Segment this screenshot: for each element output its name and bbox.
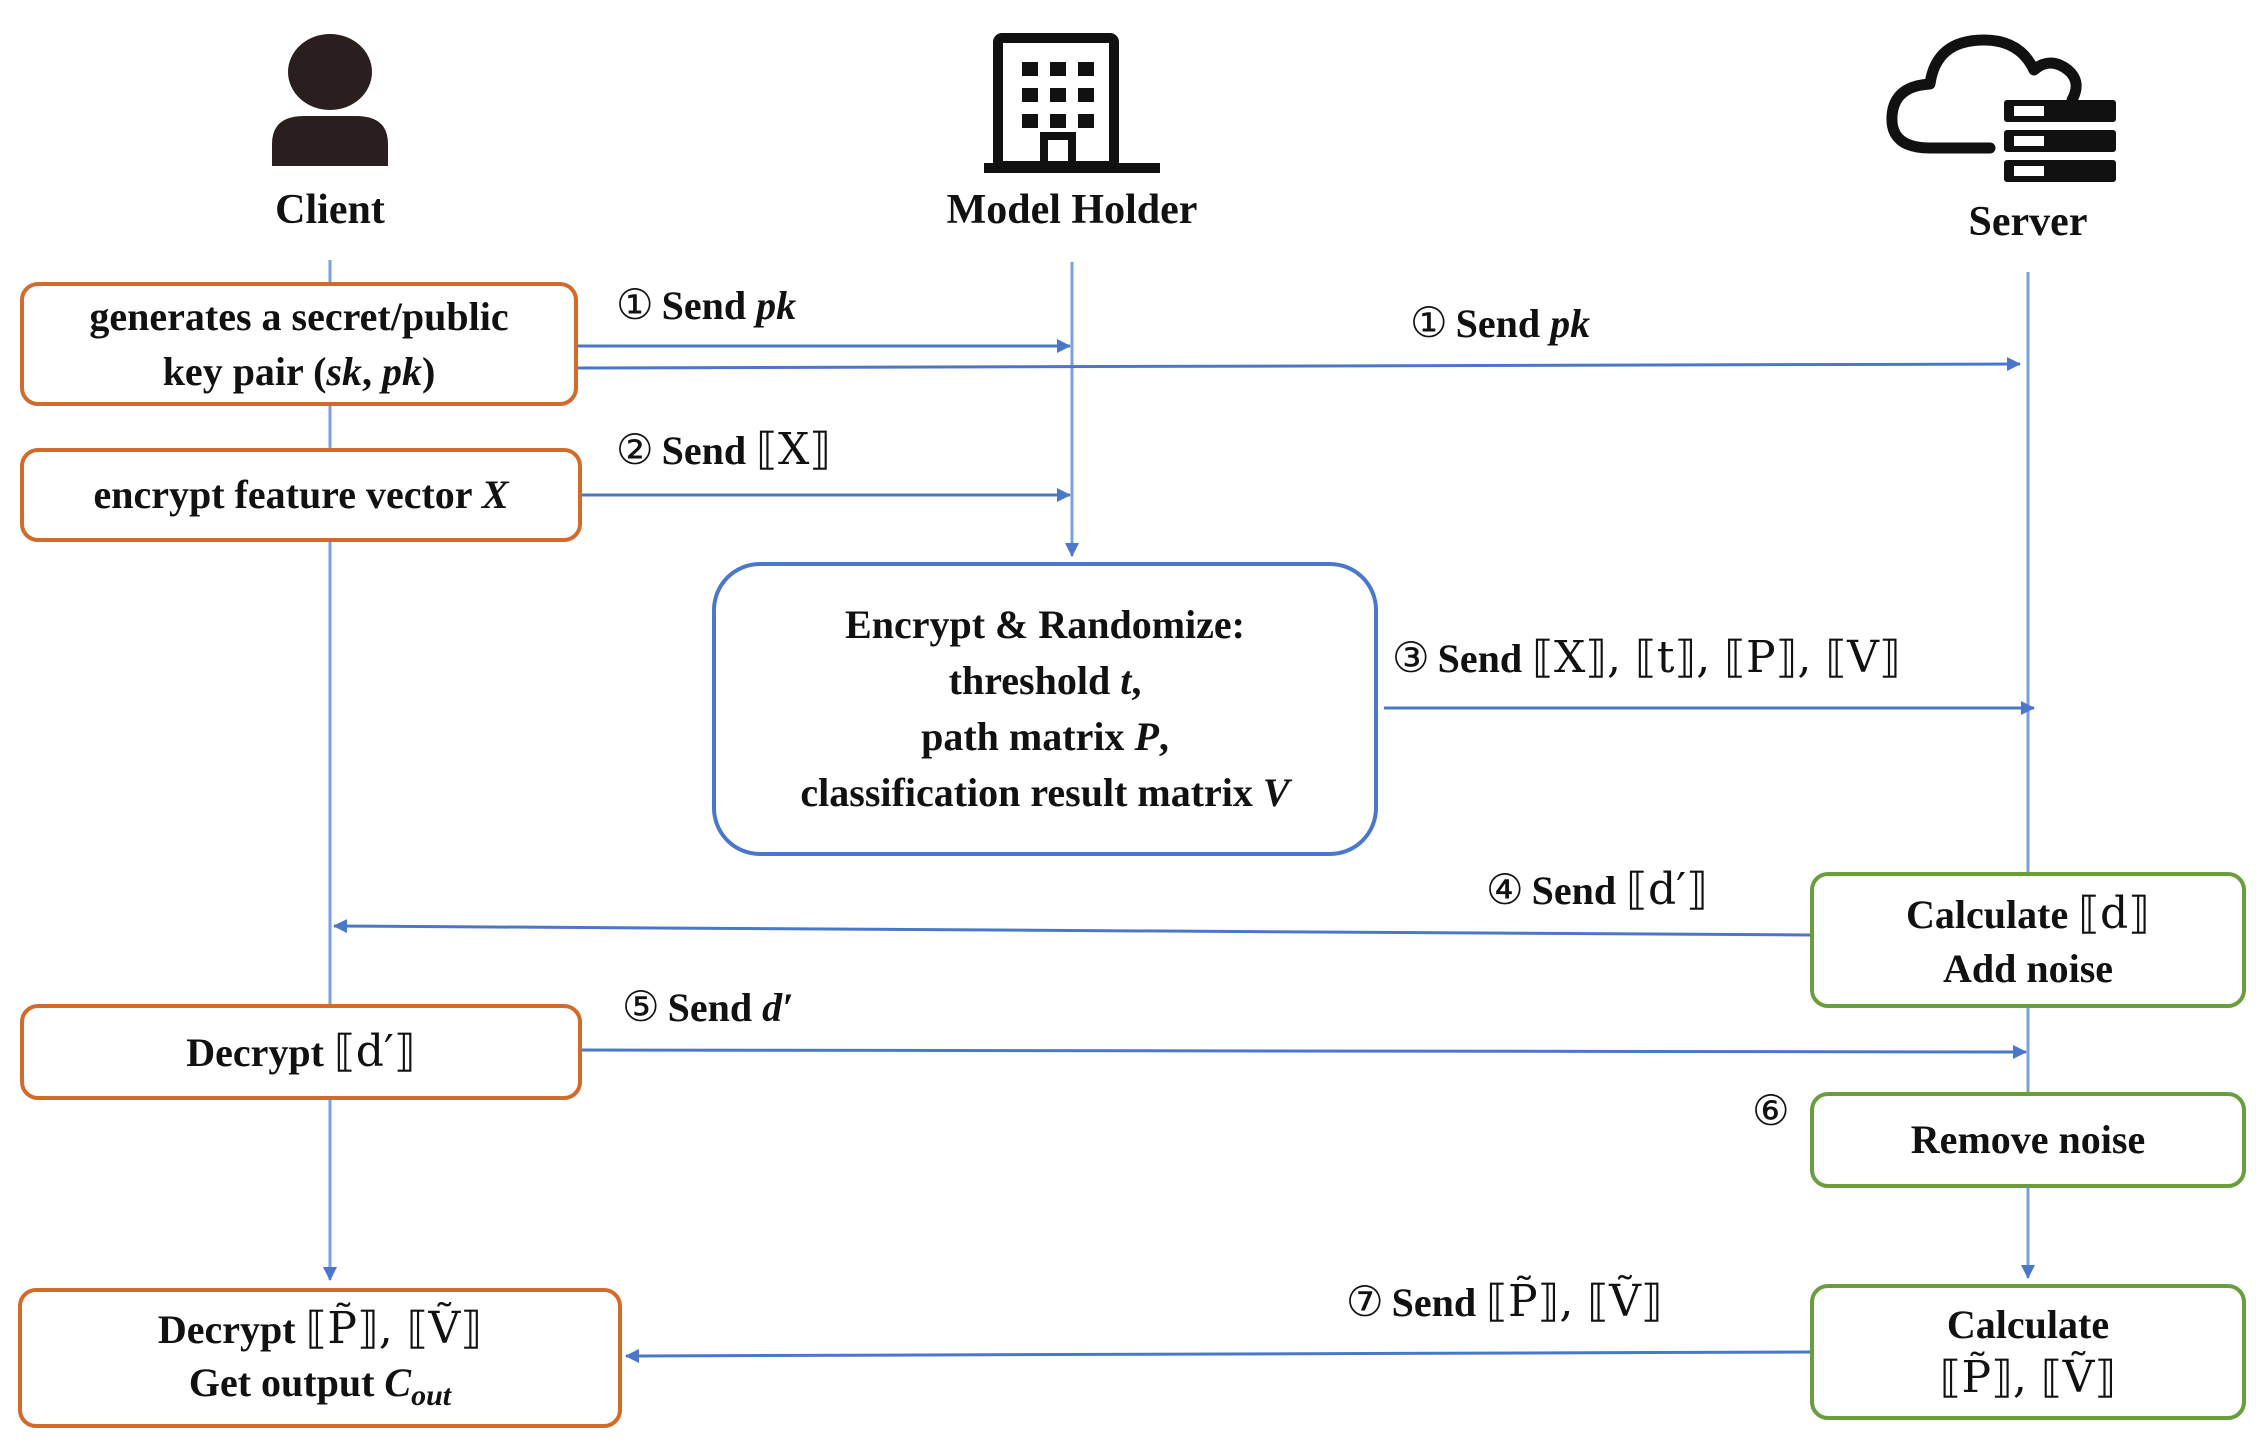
encrypt-feature-text: encrypt feature vector X <box>93 472 509 518</box>
encrypt-randomize-title: Encrypt & Randomize: <box>845 602 1245 647</box>
calculate-pv-line2: ⟦P̃⟧, ⟦Ṽ⟧ <box>1939 1351 2117 1403</box>
decrypt-pv-box: Decrypt ⟦P̃⟧, ⟦Ṽ⟧ Get output Cout <box>18 1288 622 1428</box>
encrypt-randomize-box: Encrypt & Randomize: threshold t, path m… <box>712 562 1378 856</box>
building-icon <box>984 33 1160 173</box>
calculate-d-line1: Calculate ⟦d⟧ <box>1906 888 2150 940</box>
keygen-line1: generates a secret/public <box>89 293 509 339</box>
decrypt-pv-line1: Decrypt ⟦P̃⟧, ⟦Ṽ⟧ <box>157 1302 483 1354</box>
keygen-box: generates a secret/public key pair (sk, … <box>20 282 578 406</box>
remove-noise-box: Remove noise <box>1810 1092 2246 1188</box>
calculate-pv-box: Calculate ⟦P̃⟧, ⟦Ṽ⟧ <box>1810 1284 2246 1420</box>
arrow-send-d-prime-enc <box>333 919 1811 937</box>
path-matrix-line: path matrix P, <box>921 714 1169 759</box>
decrypt-d-text: Decrypt ⟦d′⟧ <box>186 1025 416 1077</box>
cloud-server-icon <box>1886 34 2116 182</box>
arrow-send-d-prime <box>581 1044 2027 1059</box>
add-noise-line: Add noise <box>1942 945 2114 991</box>
calculate-pv-line1: Calculate <box>1946 1301 2110 1347</box>
person-icon <box>272 34 388 166</box>
arrow-send-pk-server <box>577 357 2021 372</box>
decrypt-d-box: Decrypt ⟦d′⟧ <box>20 1004 582 1100</box>
msg-step-6: ⑥ <box>1752 1089 1790 1135</box>
arrow-send-pv <box>625 1348 1811 1363</box>
keygen-line2: key pair (sk, pk) <box>162 349 436 394</box>
encrypt-feature-box: encrypt feature vector X <box>20 448 582 542</box>
client-label: Client <box>275 187 385 233</box>
server-label: Server <box>1968 199 2088 245</box>
remove-noise-text: Remove noise <box>1910 1117 2146 1163</box>
decrypt-pv-line2: Get output Cout <box>188 1359 452 1412</box>
calculate-d-box: Calculate ⟦d⟧ Add noise <box>1810 872 2246 1008</box>
classification-matrix-line: classification result matrix V <box>800 770 1290 815</box>
model-holder-label: Model Holder <box>946 187 1198 233</box>
threshold-line: threshold t, <box>948 658 1142 703</box>
